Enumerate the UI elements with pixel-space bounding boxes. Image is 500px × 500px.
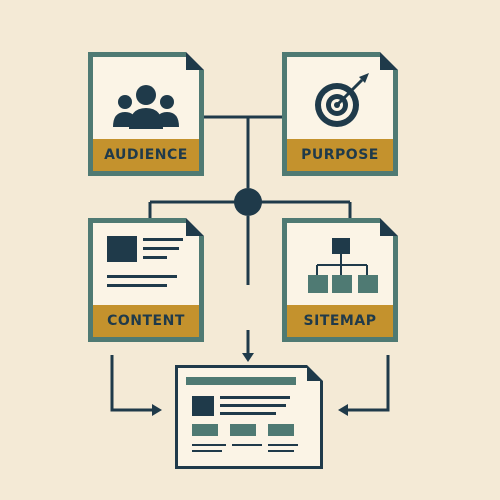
- card-label: SITEMAP: [287, 305, 393, 337]
- left-arrowhead: [338, 404, 348, 416]
- content-card: CONTENT: [88, 218, 204, 342]
- corner-fold: [380, 218, 398, 236]
- corner-fold: [380, 52, 398, 70]
- target-icon: [315, 73, 369, 127]
- audience-card: AUDIENCE: [88, 52, 204, 176]
- hierarchy-icon: [308, 238, 378, 293]
- right-arrowhead: [152, 404, 162, 416]
- document-lines-icon: [107, 236, 183, 287]
- card-label: CONTENT: [93, 305, 199, 337]
- people-icon: [113, 85, 179, 129]
- corner-fold: [307, 365, 323, 381]
- hub-node: [234, 188, 262, 216]
- purpose-card: PURPOSE: [282, 52, 398, 176]
- corner-fold: [186, 218, 204, 236]
- card-label: AUDIENCE: [93, 139, 199, 171]
- card-label: PURPOSE: [287, 139, 393, 171]
- corner-fold: [186, 52, 204, 70]
- webpage-layout: [175, 365, 323, 469]
- webpage-layout-icon: [186, 377, 298, 452]
- down-arrowhead: [242, 353, 254, 362]
- sitemap-card: SITEMAP: [282, 218, 398, 342]
